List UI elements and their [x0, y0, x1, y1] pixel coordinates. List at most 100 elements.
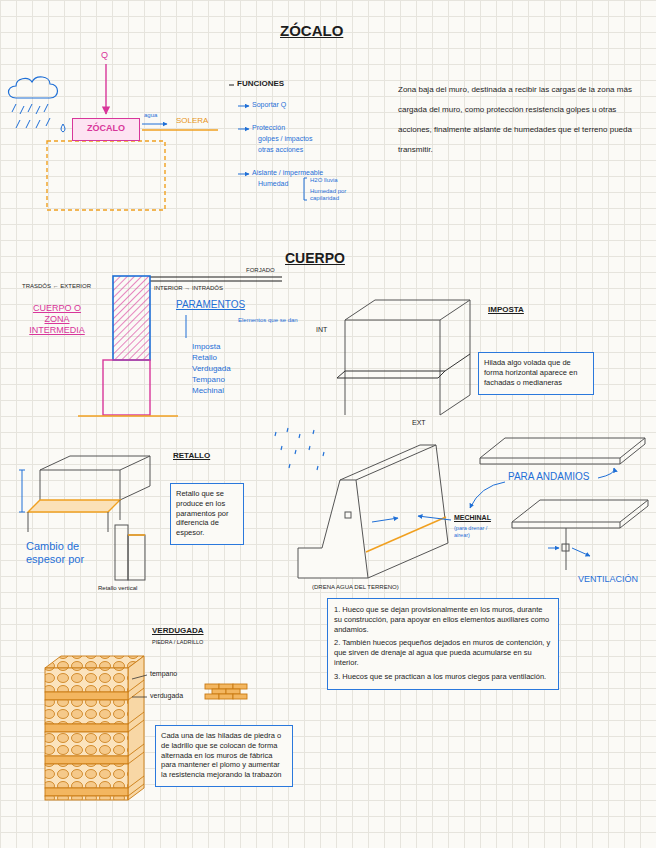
verdugada-figure-part-part: [219, 694, 233, 699]
side-label: EXT: [412, 419, 426, 427]
retallo-figure-part: [19, 470, 25, 512]
part-name: SOLERA: [176, 116, 208, 126]
functions-list-part: [238, 129, 249, 130]
mechinal-figure-part: [418, 516, 451, 520]
node-content: Cada una de las hiladas de piedra o de l…: [161, 731, 287, 780]
node-text: Cada una de las hiladas de piedra o de l…: [161, 731, 287, 780]
node-text: ZÓCALO: [77, 123, 135, 135]
functions-list: [229, 85, 307, 200]
rain-part: [36, 106, 40, 114]
functions-list-part: [229, 85, 234, 86]
scaffold-figure-part: [572, 548, 590, 556]
verdugada-figure-part: [45, 700, 128, 724]
verdugada-figure-part: [45, 732, 128, 756]
verdugada-figure-part: [128, 680, 144, 796]
verdugada-figure-part: [45, 756, 128, 764]
scaffold-figure-part: [512, 500, 648, 528]
mechinal-figure-part: [340, 445, 448, 578]
note: H2O lluvia: [310, 177, 338, 184]
verdugada-figure-part-part: [128, 784, 144, 796]
note: (para drenar / airear): [454, 525, 500, 538]
list-item: Verdugada: [192, 364, 231, 374]
node-content: Retallo que se produce en los paramentos…: [176, 489, 238, 538]
functions-list-part: [238, 106, 249, 107]
retallo-figure-part: [40, 456, 150, 470]
scaffold-figure-part: [470, 482, 505, 508]
node-text: Retallo que se produce en los paramentos…: [176, 489, 238, 538]
wall-body: [113, 276, 150, 360]
retallo-figure-part: [115, 525, 128, 580]
rain-part: [20, 106, 24, 114]
topic-heading: RETALLO: [173, 451, 210, 461]
part-name: MECHINAL: [454, 514, 491, 522]
zocalo-box: ZÓCALO: [72, 118, 140, 141]
retallo-figure: [19, 456, 150, 580]
verdugada-figure-part-part: [219, 684, 233, 689]
verdugada-figure-part: [45, 788, 128, 796]
zocalo-figure: [9, 64, 219, 210]
figure-label: (DRENA AGUA DEL TERRENO): [312, 584, 399, 591]
mechinal-figure-part: [366, 517, 446, 552]
verdugada-figure-part: [45, 764, 128, 788]
rain-part: [16, 120, 20, 128]
mechinal-figure-part: [345, 512, 351, 518]
retallo-figure-part: [128, 534, 145, 536]
node-content: Hilada algo volada que de forma horizont…: [484, 358, 588, 387]
list-item: Soportar Q: [252, 101, 286, 109]
rain: [12, 104, 50, 128]
load-label: Q: [101, 50, 108, 61]
water-arrow: [142, 124, 167, 125]
verdugada-figure-part: [45, 796, 128, 800]
page-title: ZÓCALO: [280, 22, 343, 40]
list-item: golpes / impactos: [258, 135, 312, 143]
retallo-figure-part-part: [22, 470, 23, 512]
section-heading: CUERPO: [285, 250, 345, 267]
note: VENTILACIÓN: [578, 574, 638, 585]
note: Elementos que se dan: [238, 317, 298, 324]
list-item: Protección: [252, 124, 285, 132]
mechinal-figure-part-part: [295, 450, 296, 454]
rain-part: [36, 120, 40, 128]
node-text: 1. Hueco que se dejan provisionalmente e…: [334, 605, 552, 634]
verdugada-figure-part: [45, 668, 128, 692]
cuerpo-figure-part: [78, 415, 178, 417]
definition-box: Hilada algo volada que de forma horizont…: [478, 352, 594, 395]
imposta-figure-part: [345, 300, 470, 415]
rain-part: [46, 118, 50, 126]
node-content: ZÓCALO: [77, 123, 135, 135]
definition-box: Cada una de las hiladas de piedra o de l…: [155, 725, 293, 787]
verdugada-figure-part-part: [128, 720, 144, 732]
mechinal-figure-part-part: [287, 428, 288, 432]
verdugada-figure-part-part: [128, 688, 144, 700]
verdugada-figure-part-part: [233, 684, 247, 689]
definition-box: Retallo que se produce en los paramentos…: [170, 483, 244, 545]
cuerpo-figure-part: [150, 281, 282, 282]
rain-part: [26, 120, 30, 128]
mechinal-figure-part-part: [299, 434, 300, 438]
imposta-figure-part: [345, 300, 470, 320]
topic-heading: VERDUGADA: [152, 626, 204, 636]
list-item: Humedad: [258, 180, 288, 188]
verdugada-figure-part-part: [212, 689, 226, 694]
side-label: TRASDÓS ← EXTERIOR: [22, 283, 91, 290]
side-label: INT: [316, 326, 327, 334]
mechinal-figure-part-part: [313, 430, 314, 434]
retallo-figure-part: [128, 535, 145, 580]
list-item: Tempano: [192, 375, 225, 385]
cuerpo-figure: [78, 276, 282, 416]
verdugada-figure-part-part: [132, 675, 147, 679]
imposta-figure: [337, 300, 470, 415]
scaffold-figure-part: [548, 548, 559, 549]
water-drop: [61, 124, 65, 132]
verdugada-figure-part: [205, 684, 247, 699]
subheading: PIEDRA / LADRILLO: [152, 639, 203, 646]
mechinal-figure-part: [372, 518, 398, 522]
verdugada-figure-part: [132, 675, 147, 697]
imposta-figure-part: [445, 354, 470, 371]
list-heading: PARAMENTOS: [176, 299, 245, 311]
scaffold-figure-part: [512, 500, 648, 522]
retallo-figure-part-part: [19, 470, 25, 471]
part-name: verdugada: [150, 692, 183, 700]
